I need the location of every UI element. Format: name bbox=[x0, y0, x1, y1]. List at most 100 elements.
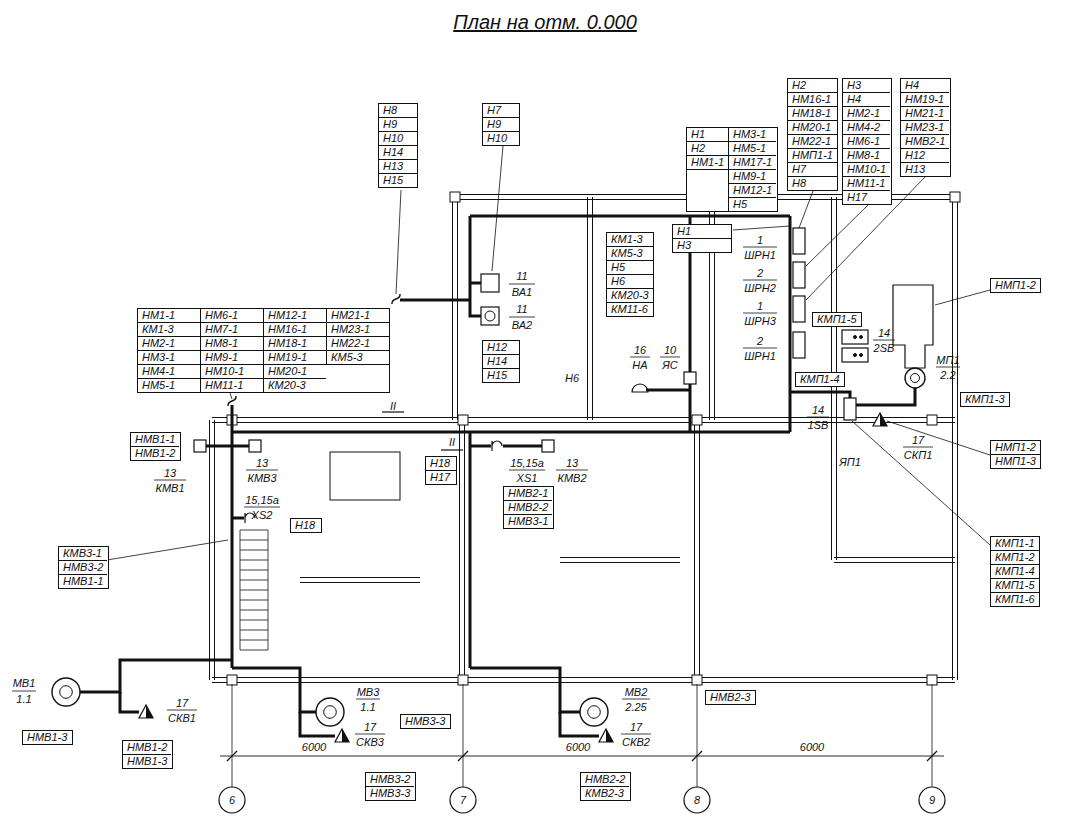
fraction-bar bbox=[873, 340, 895, 341]
cable-tag: НМВ3-2 bbox=[59, 561, 107, 575]
cable-tag: НМВ2-2 bbox=[581, 773, 629, 787]
device-symbol bbox=[842, 348, 868, 362]
column-square bbox=[692, 675, 702, 685]
cable-tag: Н14 bbox=[379, 146, 417, 160]
cable-tag: Н3 bbox=[673, 239, 731, 252]
callout-label: II bbox=[390, 400, 396, 413]
cable-tag: НМВ2-3 bbox=[706, 691, 754, 704]
cable-tag: Н5 bbox=[607, 261, 653, 275]
cable-tag: НМ12-1 bbox=[729, 184, 776, 198]
table-column: Н18 bbox=[291, 519, 321, 532]
motor-symbol bbox=[324, 706, 337, 719]
callout-label: 17 bbox=[912, 434, 924, 447]
table-column: НМВ3-3 bbox=[401, 715, 449, 728]
fraction-bar bbox=[743, 313, 777, 314]
break-symbol bbox=[392, 294, 400, 304]
callout-label: XS2 bbox=[252, 509, 273, 522]
callout-label: 1.1 bbox=[16, 693, 31, 706]
device-mark bbox=[860, 354, 863, 357]
cable-tag: Н1 bbox=[673, 225, 731, 239]
cable-table: НМВ2-2КМВ2-3 bbox=[580, 772, 631, 801]
stair-tread bbox=[240, 590, 268, 591]
wall-line bbox=[592, 197, 593, 420]
wall-line bbox=[212, 682, 955, 683]
callout-label: 2 bbox=[757, 335, 763, 348]
callout-label: Н6 bbox=[565, 372, 579, 385]
cable-table: НМВ2-3 bbox=[705, 690, 756, 705]
cable-tag: НМ9-1 bbox=[729, 170, 776, 184]
cable-tag: КМП1-3 bbox=[961, 393, 1009, 406]
stair-tread bbox=[240, 540, 268, 541]
cable-tag: НМ2-1 bbox=[138, 337, 200, 351]
table-column: Н18Н17 bbox=[426, 457, 456, 484]
table-column: НМП1-2 bbox=[991, 279, 1040, 292]
table-column: КМП1-4 bbox=[796, 373, 844, 386]
cable-tag: НМВ1-2 bbox=[131, 447, 179, 460]
wall-line bbox=[457, 197, 458, 420]
device-symbol bbox=[842, 330, 868, 344]
bell-symbol bbox=[632, 384, 648, 392]
table-column: Н12Н14Н15 bbox=[483, 341, 519, 382]
callout-label: 2 bbox=[757, 267, 763, 280]
wall-line bbox=[560, 562, 680, 563]
stair-tread bbox=[240, 630, 268, 631]
cable-run bbox=[400, 299, 470, 302]
cable-tag: НМВ3-3 bbox=[366, 787, 414, 800]
device-symbol bbox=[793, 332, 805, 358]
callout-label: КМВ2 bbox=[557, 472, 586, 485]
cable-tag: НМ12-1 bbox=[264, 309, 326, 323]
cable-table: Н18 bbox=[290, 518, 322, 533]
cable-tag: НМП1-2 bbox=[991, 279, 1040, 292]
leader-line bbox=[887, 421, 990, 455]
cable-tag: НМ11-1 bbox=[843, 177, 890, 191]
leader-line bbox=[396, 190, 401, 294]
callout-label: 6000 bbox=[800, 741, 824, 754]
fraction-bar bbox=[509, 470, 545, 471]
cable-run bbox=[469, 432, 472, 668]
cable-tag: НМ8-1 bbox=[843, 149, 890, 163]
fraction-bar bbox=[743, 348, 777, 349]
callout-label: 1.1 bbox=[16, 693, 31, 706]
fraction-bar bbox=[903, 447, 933, 448]
cable-table: НМВ2-1НМВ2-2НМВ3-1 bbox=[503, 486, 554, 529]
cable-tag: НМ5-1 bbox=[138, 379, 200, 392]
callout-label: ШРН2 bbox=[744, 282, 776, 295]
callout-label: 1 bbox=[757, 300, 763, 313]
table-column: Н8Н9Н10Н14Н13Н15 bbox=[379, 104, 417, 187]
cable-run bbox=[789, 216, 792, 432]
callout-label: 7 bbox=[460, 794, 466, 807]
table-column: НМ3-1НМ5-1НМ17-1НМ9-1НМ12-1Н5 bbox=[728, 128, 776, 211]
cable-run bbox=[120, 692, 139, 712]
device-symbol bbox=[481, 274, 499, 292]
callout-label: 6000 bbox=[566, 741, 590, 754]
table-column: НМВ3-2НМВ3-3 bbox=[366, 773, 414, 800]
stair-tread bbox=[240, 550, 268, 551]
callout-label: 14 bbox=[878, 327, 890, 340]
column-square bbox=[927, 675, 937, 685]
table-column: Н4НМ19-1НМ21-1НМ23-1НМВ2-1Н12Н13 bbox=[901, 79, 949, 176]
callout-label: 11 bbox=[516, 270, 527, 283]
cable-tag: Н8 bbox=[788, 177, 837, 190]
device-symbol bbox=[684, 372, 696, 384]
cable-tag: Н9 bbox=[379, 118, 417, 132]
cable-tag: Н15 bbox=[483, 369, 519, 382]
fraction-bar bbox=[936, 367, 960, 368]
wall-line bbox=[834, 557, 955, 558]
callout-label: 17 bbox=[630, 721, 642, 734]
callout-label: II bbox=[449, 436, 455, 449]
cable-run bbox=[470, 668, 580, 712]
callout-label: 17 bbox=[364, 721, 376, 734]
section-mark bbox=[382, 411, 404, 412]
fraction-bar bbox=[509, 317, 535, 318]
cable-table: КМП1-3 bbox=[960, 392, 1010, 407]
callout-label: 2 bbox=[757, 335, 763, 348]
cable-tag: НМ4-1 bbox=[138, 365, 200, 379]
cable-run bbox=[232, 431, 790, 434]
column-square bbox=[458, 415, 468, 425]
motor-symbol bbox=[52, 678, 80, 706]
cable-tag: НМВ3-2 bbox=[366, 773, 414, 787]
cable-run bbox=[470, 282, 481, 285]
table-column: Н1Н3 bbox=[673, 225, 731, 252]
column-square bbox=[927, 415, 937, 425]
callout-label: 1.1 bbox=[360, 701, 375, 714]
